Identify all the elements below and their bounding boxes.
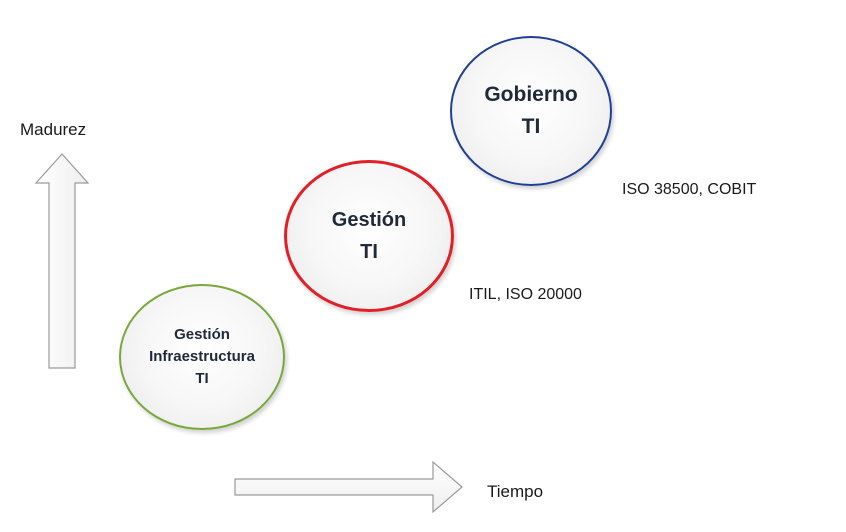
x-axis-label: Tiempo	[487, 482, 544, 501]
time-arrow-right	[234, 460, 463, 514]
stage-line: Gobierno	[484, 83, 578, 106]
stage-line: TI	[195, 370, 209, 387]
y-axis-label: Madurez	[20, 120, 87, 139]
stage-governance-circle: Gobierno TI	[450, 36, 612, 186]
stage-line: TI	[360, 241, 378, 263]
management-standards-label: ITIL, ISO 20000	[469, 286, 582, 303]
maturity-arrow-up	[34, 153, 90, 369]
stage-line: Infraestructura	[149, 348, 255, 365]
stage-line: TI	[521, 115, 541, 138]
governance-standards-label: ISO 38500, COBIT	[622, 181, 757, 198]
stage-line: Gestión	[174, 326, 230, 343]
stage-infrastructure-circle: Gestión Infraestructura TI	[119, 284, 285, 430]
stage-line: Gestión	[331, 209, 407, 231]
stage-management-circle: Gestión TI	[284, 160, 454, 312]
